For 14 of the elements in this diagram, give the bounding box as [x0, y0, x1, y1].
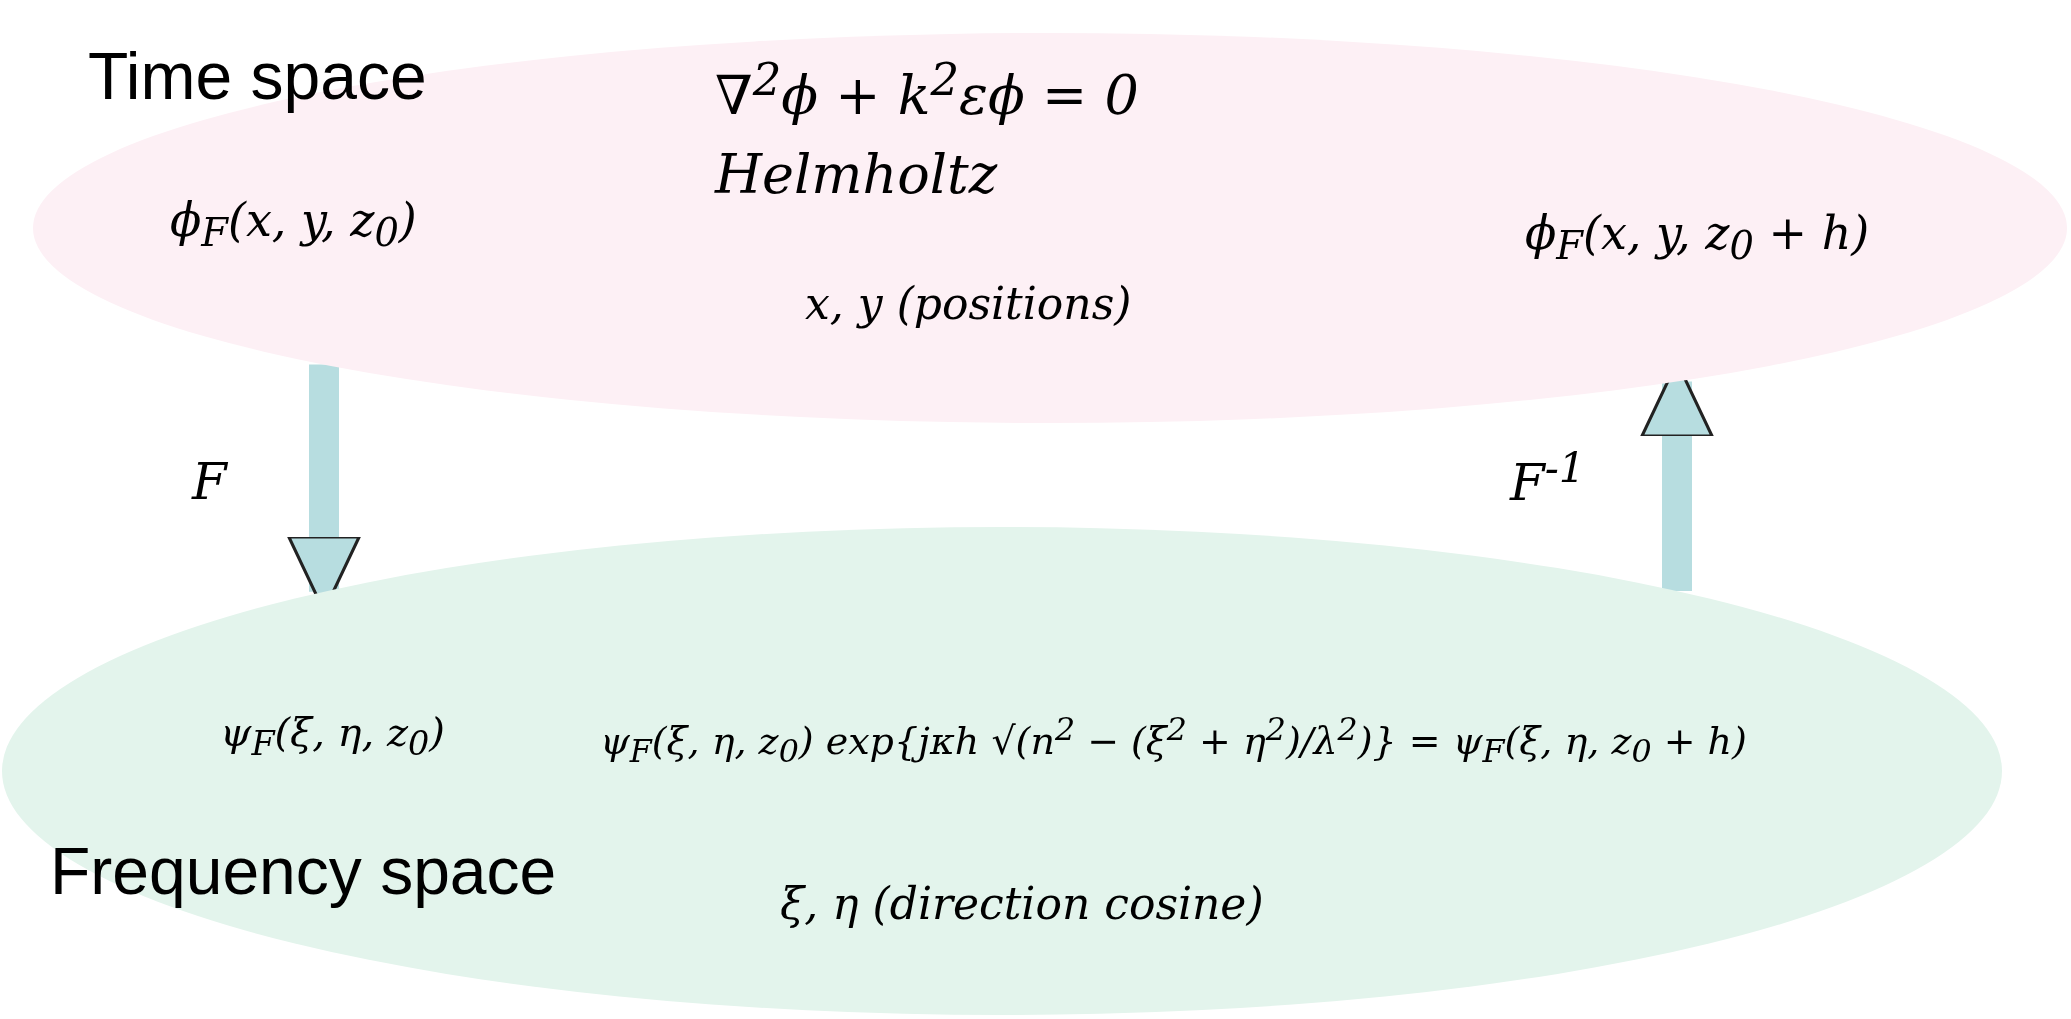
variable-note: ξ, η (direction cosine) — [780, 880, 1264, 929]
region-heading: Time space — [88, 40, 427, 113]
transform-label: F$^{-1}$ — [1510, 445, 1586, 511]
frequency-space-ellipse — [2, 527, 2002, 1015]
field-expression: ϕ$_{F}$(x, y, z$_{0}$) — [170, 195, 417, 255]
propagation-equation: ψ$_{F}$(ξ, η, z$_{0}$) exp{jκh √(n$^{2}$ − (ξ$^{2}$ + η$^{2}$)/λ$^{2}$)} = ψ$_{F}$(ξ, η, z$_{0}$ + h) — [600, 712, 1747, 770]
time-space-ellipse — [33, 33, 2067, 423]
equation: ∇$^{2}$ϕ + k$^{2}$εϕ = 0 — [715, 55, 1139, 126]
spectrum-expression: ψ$_{F}$(ξ, η, z$_{0}$) — [220, 710, 445, 763]
transform-label: F — [192, 455, 227, 510]
variable-note: x, y (positions) — [805, 280, 1132, 329]
equation-name: Helmholtz — [715, 145, 998, 205]
field-expression: ϕ$_{F}$(x, y, z$_{0}$ + h) — [1525, 208, 1870, 268]
region-heading: Frequency space — [50, 835, 557, 908]
